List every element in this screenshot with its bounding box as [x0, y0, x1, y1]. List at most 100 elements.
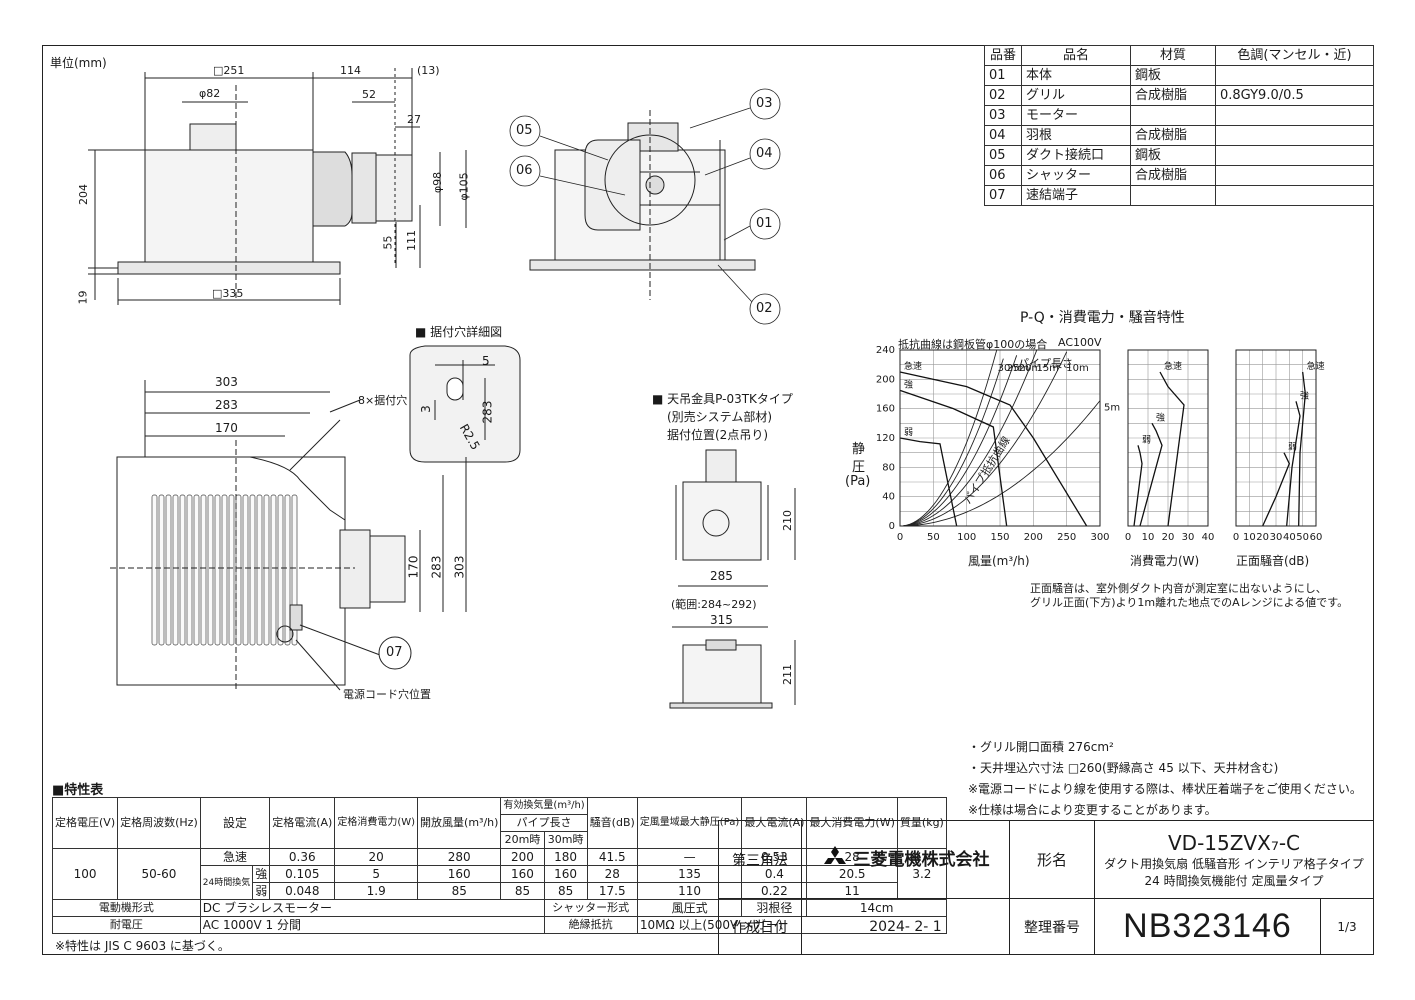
hanger-title: ■ 天吊金具P-03TKタイプ [652, 392, 793, 406]
y-tick-label: 0 [889, 521, 895, 532]
eff-30m: 160 [543, 865, 588, 883]
title-block: 第三角法 三菱電機株式会社 形名 VD-15ZVX₇-C ダクト用換気扇 低騒音… [718, 820, 1374, 955]
x-tick-label: 10 [1142, 532, 1155, 543]
cell: 鋼板 [1130, 145, 1216, 166]
chart-ylabel-2: 圧 [852, 460, 866, 475]
callout-05: 05 [516, 123, 533, 138]
louver-slat [186, 494, 193, 646]
louver-slat [172, 494, 179, 646]
note-1: ・グリル開口面積 276cm² [968, 740, 1114, 754]
x-tick-label: 0 [1125, 532, 1131, 543]
cell: 07 [984, 185, 1022, 206]
withstand-label: 耐電圧 [52, 916, 201, 934]
h-30m: 30m時 [543, 831, 588, 849]
louver-slat [214, 494, 221, 646]
current: 0.105 [269, 865, 336, 883]
h24: 24時間換気 [199, 865, 254, 900]
company-name: 三菱電機株式会社 [853, 850, 990, 871]
x-tick-label: 10 [1243, 532, 1256, 543]
h-current: 定格電流(A) [269, 797, 336, 849]
dim-width: □251 [213, 64, 245, 77]
date-label: 作成日付 [718, 898, 802, 955]
mode: 強 [252, 865, 271, 883]
h-20m: 20m時 [500, 831, 545, 849]
voltage: 100 [51, 848, 119, 900]
series-label: 弱 [904, 427, 913, 438]
note-2: ・天井埋込穴寸法 □260(野縁高さ 45 以下、天井材含む) [968, 761, 1279, 775]
callout-06: 06 [516, 163, 533, 178]
series-line [1262, 452, 1291, 527]
louver-slat [221, 494, 228, 646]
x-tick-label: 30 [1270, 532, 1283, 543]
series-label: 強 [1300, 389, 1309, 401]
chart-note-2: グリル正面(下方)より1m離れた地点でのAレンジによる値です。 [1030, 596, 1349, 609]
table-row: 弱 0.048 1.9 85 85 85 17.5 110 0.22 11 [53, 882, 947, 900]
x-tick-label: 0 [1233, 532, 1239, 543]
company-cell: 三菱電機株式会社 [801, 820, 1010, 899]
shutter-label: シャッター形式 [543, 899, 638, 917]
h-pipe: パイプ長さ [500, 814, 588, 832]
series-line [1286, 401, 1301, 527]
x-tick-label: 100 [957, 532, 976, 543]
series-line [1298, 371, 1306, 527]
louver-slat [200, 494, 207, 646]
dim-114: 114 [340, 64, 361, 77]
noise: 41.5 [586, 848, 638, 866]
model-desc-1: ダクト用換気扇 低騒音形 インテリア格子タイプ [1104, 856, 1364, 871]
noise: 17.5 [586, 882, 638, 900]
page-number: 1/3 [1320, 898, 1374, 955]
power: 5 [334, 865, 419, 883]
motor-label: 電動機形式 [52, 899, 201, 917]
grille-louvers [151, 494, 298, 646]
mitsubishi-logo-icon [823, 845, 846, 864]
h-voltage: 定格電圧(V) [51, 797, 119, 849]
y-tick-label: 40 [882, 492, 895, 503]
series-line [1139, 423, 1163, 527]
hanger-range: (範囲:284~292) [671, 598, 757, 611]
y-tick-label: 200 [876, 374, 895, 385]
pipe-length-label: 25m [1007, 363, 1029, 374]
hanger-sub2: 据付位置(2点吊り) [667, 428, 768, 442]
louver-slat [207, 494, 214, 646]
h-noise: 騒音(dB) [586, 797, 638, 849]
eff-20m: 200 [500, 848, 545, 866]
unit-label: 単位(mm) [50, 56, 107, 70]
louver-slat [270, 494, 277, 646]
louver-slat [284, 494, 291, 646]
x-tick-label: 50 [927, 532, 940, 543]
note-3: ※電源コードにより線を使用する際は、棒状圧着端子をご使用ください。 [968, 782, 1362, 796]
col-header: 品名 [1021, 45, 1131, 66]
insulation-label: 絶縁抵抗 [543, 916, 638, 934]
col-header: 材質 [1130, 45, 1216, 66]
resistance-curve [899, 400, 1101, 527]
h-flow: 開放風量(m³/h) [417, 797, 502, 849]
chart-voltage: AC100V [1058, 336, 1102, 349]
plan-dim-170: 170 [215, 421, 238, 435]
dim-duct-dia: φ82 [199, 87, 221, 100]
cell: 本体 [1021, 65, 1131, 86]
eff-30m: 85 [543, 882, 588, 900]
louver-slat [249, 494, 256, 646]
series-line [899, 389, 1008, 527]
x-tick-label: 30 [1182, 532, 1195, 543]
series-label: 急速 [904, 360, 922, 372]
cord-position-label: 電源コード穴位置 [343, 688, 431, 701]
resistance-curve [899, 350, 1038, 527]
chart-frame [1127, 349, 1209, 527]
x-tick-label: 50 [1296, 532, 1309, 543]
freq: 50-60 [117, 848, 201, 900]
y-tick-label: 120 [876, 433, 895, 444]
louver-slat [256, 494, 263, 646]
series-label: 弱 [1142, 434, 1151, 445]
eff-30m: 180 [543, 848, 588, 866]
cell: ダクト接続口 [1021, 145, 1131, 166]
series-line [1159, 371, 1185, 527]
